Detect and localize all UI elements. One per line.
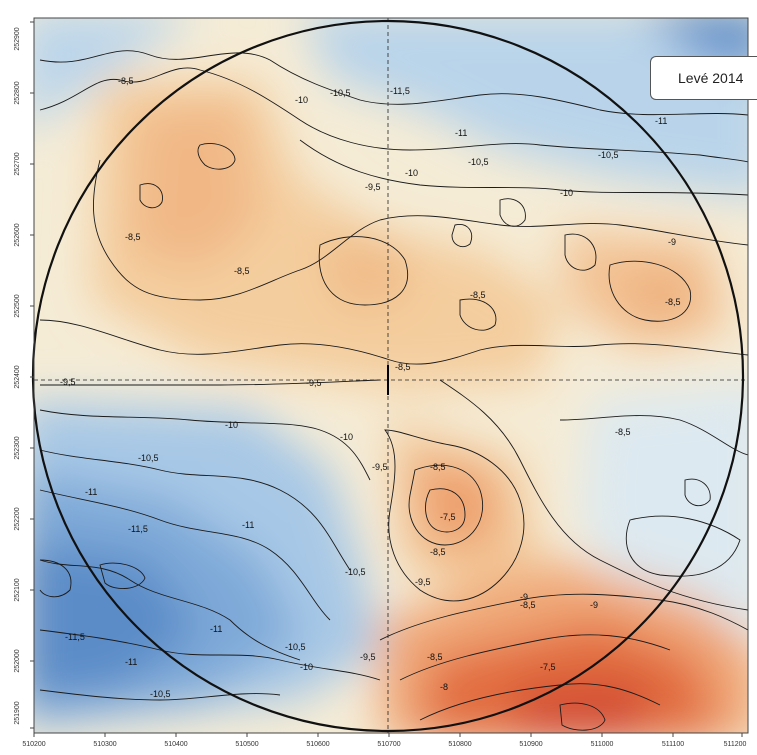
contour-label: -8,5: [520, 600, 536, 610]
survey-label-box: Levé 2014: [650, 56, 757, 100]
contour-label: -11,5: [390, 86, 410, 96]
contour-label: -10,5: [330, 88, 351, 98]
y-axis: 252900 252800 252700 252600 252500 25240…: [14, 21, 34, 729]
x-tick: 510800: [448, 733, 472, 748]
x-tick-label: 511000: [591, 741, 614, 748]
contour-label: -11,5: [65, 632, 85, 642]
y-tick: 252600: [14, 223, 34, 247]
contour-label: -9,5: [306, 378, 322, 388]
contour-label: -10: [560, 188, 573, 198]
contour-label: -10,5: [138, 453, 159, 463]
x-tick-label: 511200: [724, 741, 747, 748]
contour-value-labels: -8,5 -10,5 -11,5 -11 -10,5 -10,5 -11 -10…: [60, 76, 681, 699]
y-tick: 252300: [14, 436, 34, 460]
contour-label: -7,5: [440, 512, 456, 522]
x-tick: 511100: [662, 733, 684, 748]
y-tick: 252800: [14, 81, 34, 105]
x-tick: 511000: [591, 733, 614, 748]
x-tick-label: 510900: [519, 741, 542, 748]
contour-label: -11: [455, 128, 467, 138]
x-tick: 510900: [519, 733, 543, 748]
x-tick-label: 510400: [164, 741, 187, 748]
contour-label: -11: [125, 657, 137, 667]
x-tick-label: 510600: [306, 741, 329, 748]
contour-lines: [39, 50, 748, 731]
contour-label: -10,5: [150, 689, 171, 699]
plot-frame: [33, 17, 749, 734]
contour-label: -10,5: [468, 157, 489, 167]
contour-label: -10,5: [285, 642, 306, 652]
x-tick: 510400: [164, 733, 188, 748]
y-tick: 252400: [14, 365, 34, 389]
contour-label: -9: [520, 592, 528, 602]
x-tick: 511200: [724, 733, 747, 748]
y-tick-label: 252200: [14, 507, 21, 530]
contour-label: -10: [225, 420, 238, 430]
x-axis: 510200 510300 510400 510500 510600 51070…: [22, 733, 747, 748]
contour-label: -11: [655, 116, 667, 126]
contour-label: -8,5: [427, 652, 443, 662]
contour-label: -8,5: [118, 76, 134, 86]
contour-label: -9,5: [360, 652, 376, 662]
contour-label: -10: [340, 432, 353, 442]
y-tick-label: 252000: [14, 649, 21, 672]
y-tick-label: 252400: [14, 365, 21, 388]
y-tick: 252700: [14, 152, 34, 176]
contour-label: -11: [85, 487, 97, 497]
x-tick-label: 510300: [93, 741, 116, 748]
contour-label: -10: [300, 662, 313, 672]
y-tick-label: 252300: [14, 436, 21, 459]
contour-label: -9,5: [415, 577, 431, 587]
contour-label: -11,5: [128, 524, 148, 534]
contour-label: -8: [440, 682, 448, 692]
x-tick: 510700: [377, 733, 401, 748]
contour-label: -9,5: [372, 462, 388, 472]
x-tick-label: 510700: [377, 741, 400, 748]
y-tick: 252100: [14, 578, 34, 602]
x-tick: 510300: [93, 733, 117, 748]
x-tick: 510200: [22, 733, 46, 748]
contour-label: -7,5: [540, 662, 556, 672]
y-tick-label: 252100: [14, 578, 21, 601]
contour-label: -8,5: [615, 427, 631, 437]
y-tick-label: 252900: [14, 27, 21, 50]
survey-area-circle: [31, 19, 745, 733]
contour-label: -8,5: [125, 232, 141, 242]
depth-color-field: [34, 18, 748, 733]
y-tick-label: 252500: [14, 294, 21, 317]
x-tick-label: 510800: [448, 741, 471, 748]
contour-label: -9,5: [365, 182, 381, 192]
y-tick: 252000: [14, 649, 34, 673]
contour-label: -10: [405, 168, 418, 178]
contour-label: -9,5: [60, 377, 76, 387]
x-tick: 510500: [235, 733, 259, 748]
contour-label: -8,5: [430, 547, 446, 557]
y-tick: 252500: [14, 294, 34, 318]
contour-label: -10,5: [345, 567, 366, 577]
contour-label: -9: [668, 237, 676, 247]
y-tick-label: 252700: [14, 152, 21, 175]
contour-label: -9: [590, 600, 598, 610]
contour-label: -8,5: [395, 362, 411, 372]
contour-label: -8,5: [430, 462, 446, 472]
contour-label: -11: [210, 624, 222, 634]
y-tick-label: 252800: [14, 81, 21, 104]
x-tick-label: 510500: [235, 741, 258, 748]
y-tick: 252900: [14, 21, 34, 51]
y-tick-label: 251900: [14, 701, 21, 724]
contour-label: -11: [242, 520, 254, 530]
x-tick-label: 510200: [22, 741, 45, 748]
contour-label: -8,5: [234, 266, 250, 276]
y-tick-label: 252600: [14, 223, 21, 246]
survey-label: Levé 2014: [678, 70, 744, 86]
contour-label: -10,5: [598, 150, 619, 160]
y-tick: 252200: [14, 507, 34, 531]
contour-label: -8,5: [665, 297, 681, 307]
x-tick-label: 511100: [662, 741, 684, 748]
x-tick: 510600: [306, 733, 330, 748]
y-tick: 251900: [14, 701, 34, 729]
contour-label: -10: [295, 95, 308, 105]
contour-label: -8,5: [470, 290, 486, 300]
